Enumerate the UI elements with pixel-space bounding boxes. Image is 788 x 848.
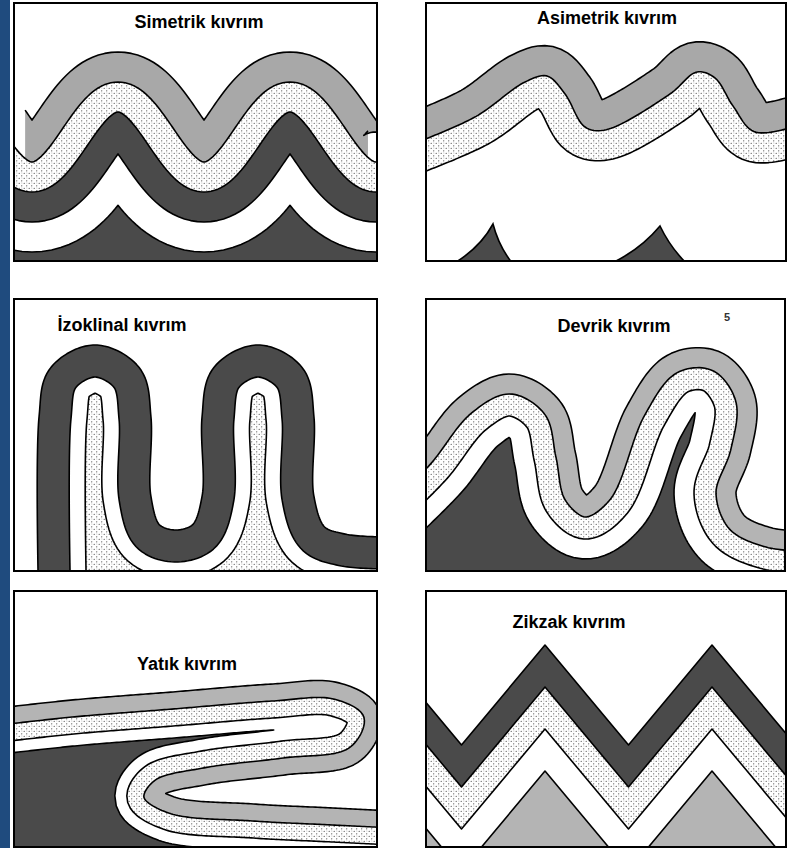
layer-boundary [13, 697, 378, 829]
fold-title: Zikzak kıvrım [512, 612, 625, 634]
layer-boundary [13, 154, 378, 222]
rock-layer [425, 348, 786, 572]
fold-panel: Simetrik kıvrım [13, 2, 378, 262]
layer-boundary [85, 393, 378, 572]
layer-boundary [13, 714, 378, 846]
fold-panel: Devrik kıvrım [425, 298, 786, 572]
layer-boundary [425, 42, 787, 119]
layer-boundary [425, 645, 787, 745]
rock-layer [425, 645, 787, 848]
rock-layer [37, 345, 378, 572]
fold-drawing [13, 590, 378, 848]
fold-panel: İzoklinal kıvrım [13, 298, 378, 572]
layer-boundary [69, 377, 378, 572]
rock-layer [425, 771, 787, 848]
layer-boundary [425, 687, 787, 787]
layer-boundary [13, 178, 378, 252]
rock-layer [13, 714, 378, 848]
rock-layer [425, 108, 787, 262]
rock-layer [425, 368, 786, 572]
fold-panel: Asimetrik kıvrım [425, 2, 787, 262]
rock-layer [13, 680, 378, 848]
rock-layer [425, 390, 786, 572]
layer-boundary [37, 345, 378, 572]
layer-boundary [25, 52, 378, 135]
layer-boundary [13, 112, 378, 192]
layer-boundary [13, 730, 378, 848]
layer-boundary [425, 390, 786, 572]
layer-boundary [425, 108, 787, 175]
fold-drawing [425, 298, 786, 572]
fold-panel: Zikzak kıvrım [425, 590, 787, 848]
layer-boundary [425, 729, 787, 829]
rock-layer [69, 377, 378, 572]
rock-layer [610, 226, 687, 262]
rock-layer [453, 224, 513, 262]
page-number: 5 [724, 311, 730, 323]
fold-drawing [13, 298, 378, 572]
fold-title: Yatık kıvrım [137, 654, 237, 676]
rock-layer [85, 393, 378, 572]
side-bar [0, 0, 10, 848]
fold-drawing [425, 2, 787, 262]
fold-title: Asimetrik kıvrım [537, 8, 677, 30]
fold-drawing [425, 590, 787, 848]
rock-layer [13, 730, 378, 848]
fold-title: Simetrik kıvrım [134, 12, 263, 34]
fold-panel: Yatık kıvrım [13, 590, 378, 848]
layer-boundary [425, 413, 786, 572]
layer-boundary [425, 72, 787, 147]
rock-layer [425, 687, 787, 848]
layer-boundary [425, 771, 787, 848]
fold-title: Devrik kıvrım [557, 316, 670, 338]
fold-title: İzoklinal kıvrım [57, 315, 186, 337]
layer-boundary [425, 368, 786, 552]
rock-layer [425, 729, 787, 848]
fold-drawing [13, 2, 378, 262]
